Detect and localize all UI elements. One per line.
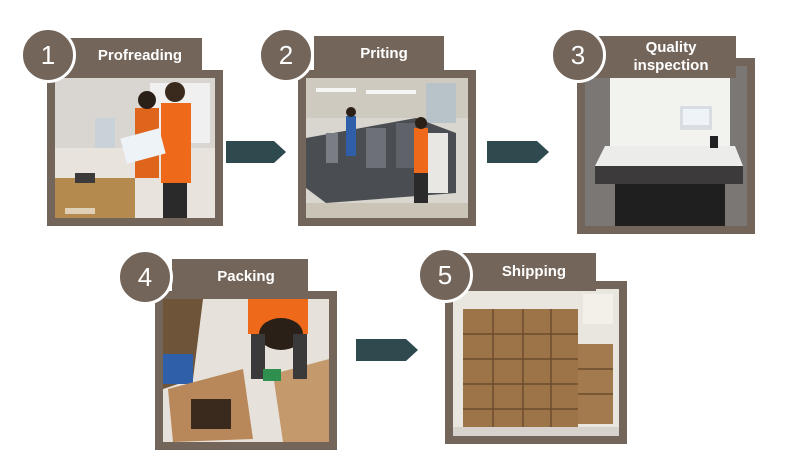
step-3-number-text: 3 (570, 39, 586, 70)
step-3-label-line2: inspection (633, 57, 709, 74)
inspection-machine-photo (585, 66, 747, 226)
step-1-number-text: 1 (40, 39, 56, 70)
step-5-number-text: 5 (437, 259, 453, 290)
step-5-number: 5 (417, 247, 473, 303)
step-1-label: Profreading (66, 38, 202, 74)
arrow-right-icon (356, 339, 418, 361)
step-4-number-text: 4 (137, 261, 153, 292)
step-2-frame (298, 70, 476, 226)
step-3-label: Quality inspection (594, 36, 736, 78)
step-2-number: 2 (258, 27, 314, 83)
shipping-boxes-photo (453, 289, 619, 436)
step-2-number-text: 2 (278, 39, 294, 70)
step-4-label-text: Packing (217, 268, 275, 285)
packing-photo (163, 299, 329, 442)
step-5-label-text: Shipping (501, 263, 567, 280)
step-5-frame (445, 281, 627, 444)
step-1-number: 1 (20, 27, 76, 83)
step-1-frame (47, 70, 223, 226)
step-3-label-line1: Quality (645, 39, 697, 56)
step-2-label: Priting (314, 36, 444, 72)
step-1-label-text: Profreading (97, 47, 183, 64)
step-3-number: 3 (550, 27, 606, 83)
arrow-right-icon (487, 141, 549, 163)
step-4-number: 4 (117, 249, 173, 305)
step-5-label: Shipping (460, 253, 596, 291)
printing-press-photo (306, 78, 468, 218)
step-3-frame (577, 58, 755, 234)
arrow-right-icon (226, 141, 286, 163)
step-4-label: Packing (172, 259, 308, 295)
step-2-label-text: Priting (360, 45, 408, 62)
step-4-frame (155, 291, 337, 450)
proofreading-photo (55, 78, 215, 218)
